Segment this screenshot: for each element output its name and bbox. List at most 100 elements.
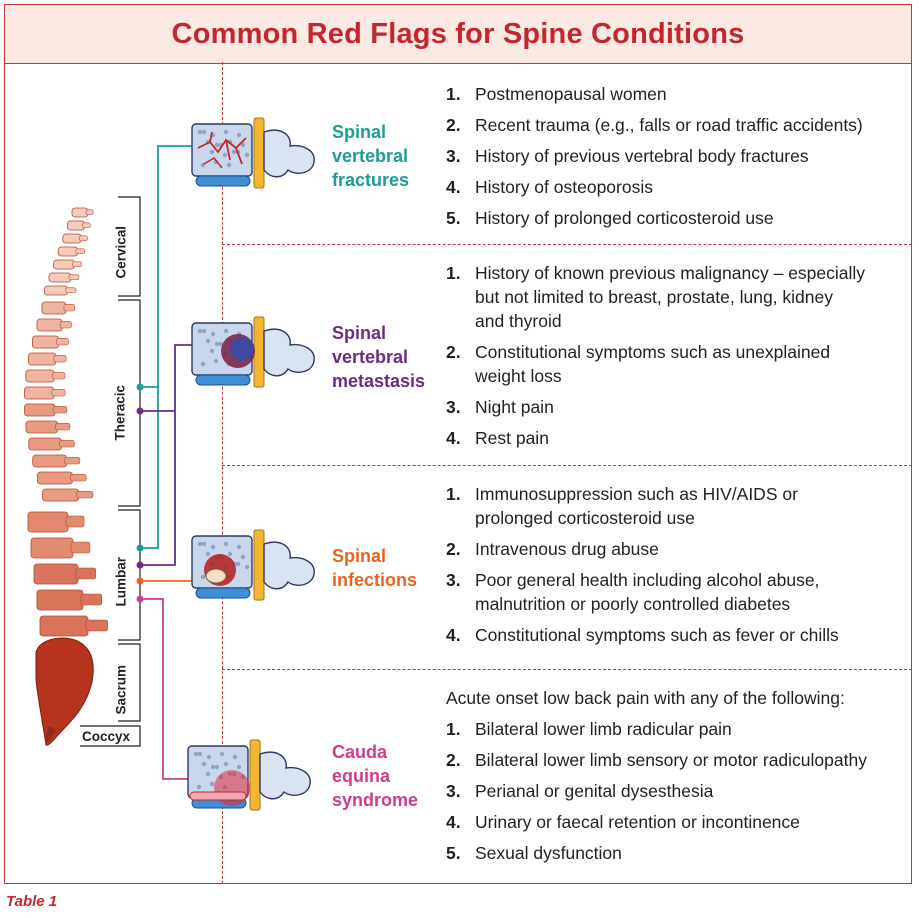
bone-texture: [193, 751, 199, 757]
fractured-vertebra-icon: [191, 117, 315, 189]
list-item-number: 5.: [446, 843, 461, 863]
list-item: 2.Intravenous drug abuse: [446, 537, 876, 561]
spinal-cord: [249, 739, 261, 811]
bone-texture: [236, 132, 242, 138]
spinal-cord: [253, 529, 265, 601]
bone-texture: [235, 561, 241, 567]
list-item-number: 3.: [446, 397, 461, 417]
red-flag-list-cauda-equina: 1.Bilateral lower limb radicular pain 2. B…: [446, 717, 906, 872]
bone-texture: [209, 348, 215, 354]
vertebra: [32, 454, 68, 468]
table-caption: Table 1: [6, 893, 58, 910]
bone-texture: [223, 328, 229, 334]
vertebra-process: [63, 304, 76, 312]
bone-texture: [222, 152, 228, 158]
bone-texture: [205, 771, 211, 777]
list-item-text: History of known previous malignancy – e…: [475, 263, 866, 331]
vertebra-process: [80, 593, 103, 606]
vertebra: [48, 272, 72, 283]
list-item: 1.History of known previous malignancy –…: [446, 261, 866, 333]
column-divider: [222, 62, 223, 884]
list-item: 3. Night pain: [446, 395, 866, 419]
spine-vertebrae: [24, 207, 108, 637]
region-label-thoracic: Theracic: [112, 384, 128, 441]
list-item-text: Constitutional symptoms such as fever or…: [475, 625, 839, 645]
vertebra: [42, 488, 80, 502]
compressed-nerve-vertebra-icon: [187, 739, 311, 811]
list-item: 2.Constitutional symptoms such as unexpl…: [446, 340, 866, 388]
list-item: 1.Bilateral lower limb radicular pain: [446, 717, 906, 741]
vertebra: [71, 207, 89, 218]
vertebra: [62, 233, 82, 244]
bone-texture: [214, 764, 220, 770]
sacrum-shape: [35, 637, 94, 746]
vertebra: [28, 352, 57, 366]
vertebra-process: [68, 274, 80, 281]
bone-texture: [196, 784, 202, 790]
list-item-text: History of prolonged corticosteroid use: [475, 208, 774, 228]
region-label-lumbar: Lumbar: [113, 556, 129, 607]
vertebra: [31, 335, 59, 349]
bone-texture: [201, 761, 207, 767]
bone-texture: [206, 754, 212, 760]
list-item-number: 2.: [446, 750, 461, 770]
list-item: 3.History of previous vertebral body fra…: [446, 144, 906, 168]
vertebra-process: [53, 355, 67, 363]
vertebra-process: [85, 209, 94, 216]
bone-texture: [214, 142, 220, 148]
bone-texture: [214, 341, 220, 347]
bone-texture: [197, 541, 203, 547]
list-item: 1.Postmenopausal women: [446, 82, 906, 106]
bone-texture: [209, 781, 215, 787]
region-label-cervical: Cervical: [113, 225, 129, 279]
vertebra-process: [59, 440, 75, 448]
compressed-nerve: [189, 791, 247, 801]
fracture-lines: [197, 131, 247, 165]
vertebra: [44, 285, 69, 296]
list-item: 4.Rest pain: [446, 426, 866, 450]
region-brackets: [80, 196, 141, 747]
vertebra: [24, 403, 56, 417]
list-item-number: 1.: [446, 484, 461, 504]
vertebra: [28, 437, 62, 451]
list-item-number: 1.: [446, 719, 461, 739]
red-flag-list-metastasis: 1.History of known previous malignancy –…: [446, 261, 866, 457]
spinal-cord: [253, 117, 265, 189]
vertebral-process: [263, 129, 315, 178]
vertebra-process: [52, 406, 68, 414]
connector-lines: [140, 145, 196, 780]
list-item-text: Bilateral lower limb sensory or motor ra…: [475, 750, 867, 770]
fracture-lines: [203, 157, 223, 169]
list-item-text: Rest pain: [475, 428, 549, 448]
vertebra: [30, 537, 74, 559]
vertebra: [41, 301, 67, 315]
vertebra: [25, 420, 59, 434]
tumor-core: [230, 337, 254, 361]
bone-texture: [223, 541, 229, 547]
list-item-number: 4.: [446, 625, 461, 645]
bone-texture: [201, 129, 207, 135]
bone-texture: [213, 358, 219, 364]
list-item-number: 3.: [446, 146, 461, 166]
list-item-number: 3.: [446, 781, 461, 801]
connector-dots: [136, 383, 144, 603]
region-label-coccyx: Coccyx: [82, 729, 131, 744]
list-item-text: Sexual dysfunction: [475, 843, 622, 863]
vertebra: [37, 471, 73, 485]
bone-texture: [201, 541, 207, 547]
vertebra-process: [51, 372, 66, 380]
vertebra: [36, 318, 63, 332]
list-item-text: Postmenopausal women: [475, 84, 667, 104]
list-item-text: Night pain: [475, 397, 554, 417]
bone-texture: [197, 328, 203, 334]
coccyx-shape: [45, 726, 56, 745]
vertebra: [25, 369, 55, 383]
condition-name-fractures: Spinal vertebral fractures: [332, 122, 410, 190]
vertebra-process: [55, 423, 71, 431]
metastasis-vertebra-icon: [191, 316, 315, 388]
list-item: 5. Sexual dysfunction: [446, 841, 906, 865]
vertebra-process: [75, 248, 85, 255]
bone-texture: [240, 554, 246, 560]
